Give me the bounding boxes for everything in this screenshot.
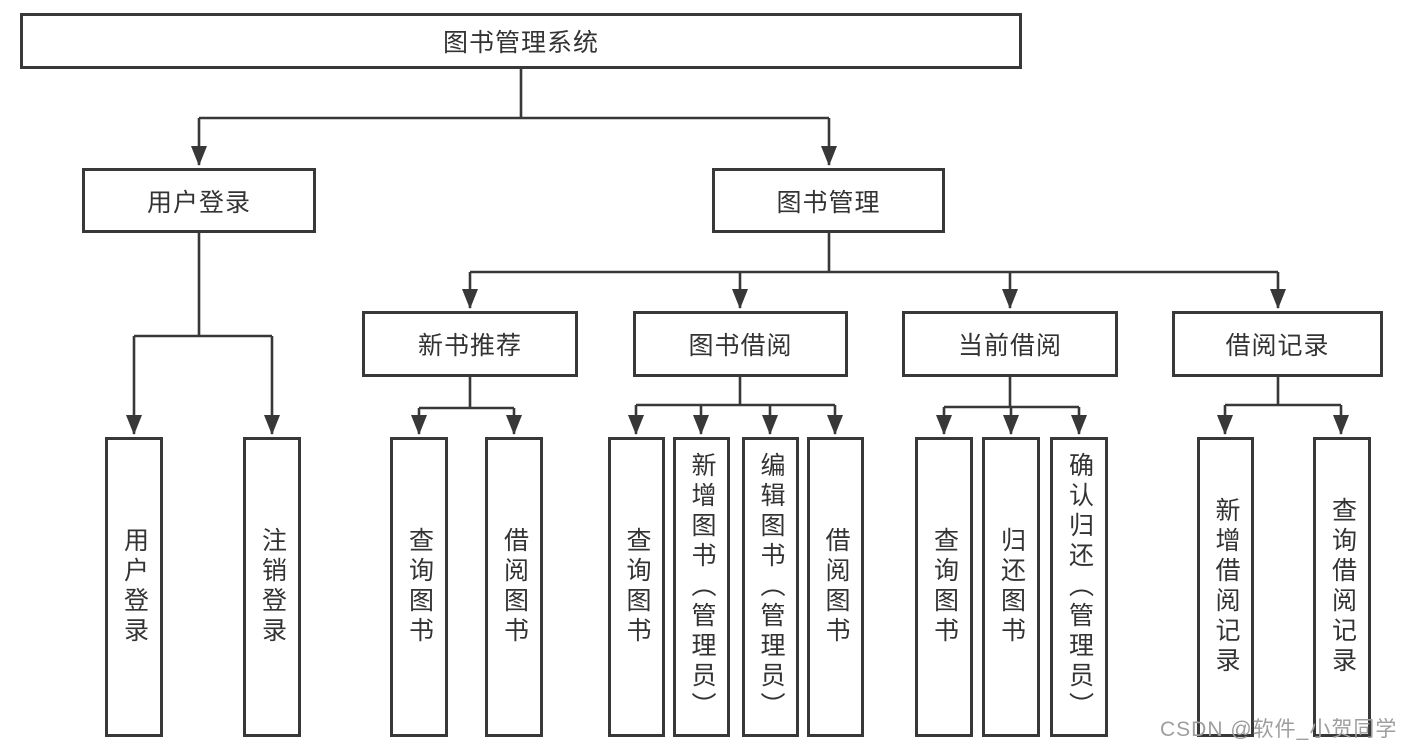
node-leaf-edit-books-admin: 编辑图书（管理员）	[742, 437, 799, 737]
connector-new-book-trunk	[419, 377, 514, 410]
node-leaf-add-books-admin: 新增图书（管理员）	[673, 437, 730, 737]
node-label: 编辑图书（管理员）	[757, 452, 785, 722]
node-label: 图书管理	[776, 188, 881, 217]
node-label: 借阅图书	[822, 527, 850, 647]
node-label: 图书借阅	[688, 332, 793, 360]
node-leaf-user-login: 用户登录	[105, 437, 163, 737]
node-label: 图书管理系统	[442, 29, 599, 57]
node-book-management: 图书管理	[712, 168, 945, 233]
node-label: 新增借阅记录	[1212, 497, 1240, 677]
node-label: 新增图书（管理员）	[688, 452, 716, 722]
node-leaf-borrow-books-1: 借阅图书	[485, 437, 543, 737]
node-leaf-logout: 注销登录	[243, 437, 301, 737]
node-leaf-query-borrow-record: 查询借阅记录	[1313, 437, 1371, 737]
node-leaf-query-books-3: 查询图书	[915, 437, 973, 737]
watermark: CSDN @软件_小贺同学	[1160, 718, 1398, 741]
node-label: 注销登录	[258, 527, 287, 647]
connector-borrow-records-trunk	[1225, 377, 1341, 407]
node-leaf-query-books-2: 查询图书	[608, 437, 665, 737]
node-leaf-query-books-1: 查询图书	[390, 437, 448, 737]
node-label: 查询图书	[623, 527, 651, 647]
node-book-borrow: 图书借阅	[633, 311, 848, 377]
node-leaf-add-borrow-record: 新增借阅记录	[1197, 437, 1254, 737]
node-leaf-return-books: 归还图书	[982, 437, 1040, 737]
node-label: 当前借阅	[957, 332, 1062, 360]
node-label: 查询借阅记录	[1328, 497, 1357, 677]
node-label: 确认归还（管理员）	[1065, 452, 1094, 722]
node-label: 用户登录	[146, 188, 251, 217]
node-borrow-records: 借阅记录	[1172, 311, 1383, 377]
connector-current-borrow-trunk	[944, 377, 1079, 409]
connectors	[126, 69, 1349, 435]
node-label: 新书推荐	[417, 332, 522, 360]
connector-book-management-trunk	[470, 233, 1278, 274]
node-label: 借阅记录	[1225, 332, 1330, 360]
node-library-management-system: 图书管理系统	[20, 13, 1022, 69]
connector-user-login-trunk	[134, 233, 272, 338]
connector-book-borrow-trunk	[636, 377, 835, 407]
node-leaf-borrow-books-2: 借阅图书	[807, 437, 864, 737]
node-label: 查询图书	[405, 527, 434, 647]
node-current-borrow: 当前借阅	[902, 311, 1118, 377]
node-label: 归还图书	[997, 527, 1026, 647]
node-label: 查询图书	[930, 527, 959, 647]
connector-root-trunk	[199, 69, 829, 120]
node-label: 借阅图书	[500, 527, 529, 647]
node-leaf-confirm-return-admin: 确认归还（管理员）	[1050, 437, 1108, 737]
node-label: 用户登录	[120, 527, 149, 647]
node-new-book-recommend: 新书推荐	[362, 311, 578, 377]
node-user-login: 用户登录	[82, 168, 316, 233]
